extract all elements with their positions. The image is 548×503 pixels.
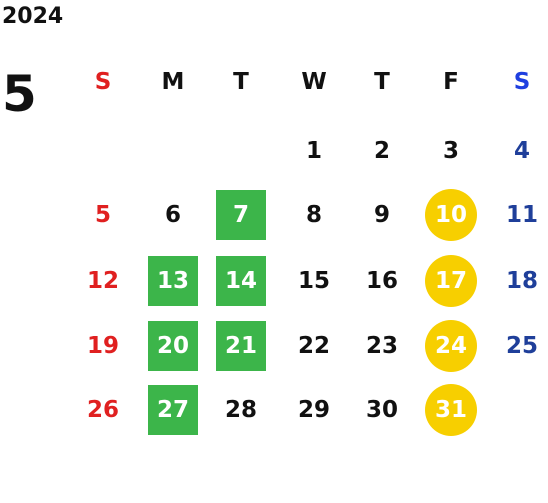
day-cell[interactable]: 17 bbox=[421, 255, 481, 307]
day-number: 20 bbox=[156, 332, 189, 359]
day-number: 28 bbox=[224, 396, 257, 423]
day-number: 15 bbox=[297, 267, 330, 294]
day-cell[interactable]: 8 bbox=[284, 190, 344, 240]
day-cell[interactable]: 16 bbox=[352, 256, 412, 306]
month-number: 5 bbox=[2, 65, 37, 123]
day-number: 29 bbox=[297, 396, 330, 423]
day-cell[interactable]: 5 bbox=[73, 190, 133, 240]
day-number: 19 bbox=[86, 332, 119, 359]
day-cell[interactable]: 31 bbox=[421, 384, 481, 436]
year-label: 2024 bbox=[2, 4, 64, 29]
weekday-header: S bbox=[94, 68, 112, 95]
day-number: 9 bbox=[373, 201, 390, 228]
day-cell[interactable]: 15 bbox=[284, 256, 344, 306]
day-number: 26 bbox=[86, 396, 119, 423]
day-number: 27 bbox=[156, 396, 189, 423]
day-cell[interactable]: 10 bbox=[421, 189, 481, 241]
day-number: 31 bbox=[434, 396, 467, 423]
green-highlight-square: 13 bbox=[148, 256, 198, 306]
gold-highlight-circle: 31 bbox=[425, 384, 477, 436]
day-number: 22 bbox=[297, 332, 330, 359]
weekday-header: S bbox=[513, 68, 531, 95]
green-highlight-square: 21 bbox=[216, 321, 266, 371]
day-number: 24 bbox=[434, 332, 467, 359]
day-number: 23 bbox=[365, 332, 398, 359]
day-number: 13 bbox=[156, 267, 189, 294]
day-cell[interactable]: 18 bbox=[492, 256, 548, 306]
day-number: 21 bbox=[224, 332, 257, 359]
day-number: 7 bbox=[232, 201, 249, 228]
gold-highlight-circle: 17 bbox=[425, 255, 477, 307]
day-number: 14 bbox=[224, 267, 257, 294]
green-highlight-square: 27 bbox=[148, 385, 198, 435]
day-number: 17 bbox=[434, 267, 467, 294]
day-cell[interactable]: 20 bbox=[143, 321, 203, 371]
day-number: 4 bbox=[513, 137, 530, 164]
day-cell[interactable]: 19 bbox=[73, 321, 133, 371]
day-cell[interactable]: 30 bbox=[352, 385, 412, 435]
day-number: 11 bbox=[505, 201, 538, 228]
day-cell[interactable]: 29 bbox=[284, 385, 344, 435]
day-cell[interactable]: 24 bbox=[421, 320, 481, 372]
day-cell[interactable]: 9 bbox=[352, 190, 412, 240]
day-cell[interactable]: 27 bbox=[143, 385, 203, 435]
day-number: 16 bbox=[365, 267, 398, 294]
green-highlight-square: 20 bbox=[148, 321, 198, 371]
weekday-header: M bbox=[161, 68, 185, 95]
day-cell[interactable]: 23 bbox=[352, 321, 412, 371]
green-highlight-square: 14 bbox=[216, 256, 266, 306]
day-number: 1 bbox=[305, 137, 322, 164]
day-number: 6 bbox=[164, 201, 181, 228]
day-number: 25 bbox=[505, 332, 538, 359]
day-cell[interactable]: 12 bbox=[73, 256, 133, 306]
day-number: 8 bbox=[305, 201, 322, 228]
day-cell[interactable]: 14 bbox=[211, 256, 271, 306]
day-cell[interactable]: 28 bbox=[211, 385, 271, 435]
day-number: 12 bbox=[86, 267, 119, 294]
day-number: 2 bbox=[373, 137, 390, 164]
gold-highlight-circle: 10 bbox=[425, 189, 477, 241]
day-number: 18 bbox=[505, 267, 538, 294]
day-cell[interactable]: 25 bbox=[492, 321, 548, 371]
day-cell[interactable]: 7 bbox=[211, 190, 271, 240]
day-cell[interactable]: 13 bbox=[143, 256, 203, 306]
weekday-header: W bbox=[301, 68, 327, 95]
weekday-header: T bbox=[233, 68, 249, 95]
day-number: 30 bbox=[365, 396, 398, 423]
day-cell[interactable]: 26 bbox=[73, 385, 133, 435]
day-cell[interactable]: 22 bbox=[284, 321, 344, 371]
day-cell[interactable]: 6 bbox=[143, 190, 203, 240]
day-cell[interactable]: 3 bbox=[421, 126, 481, 176]
weekday-header: T bbox=[374, 68, 390, 95]
day-cell[interactable]: 2 bbox=[352, 126, 412, 176]
day-cell[interactable]: 11 bbox=[492, 190, 548, 240]
day-number: 3 bbox=[442, 137, 459, 164]
green-highlight-square: 7 bbox=[216, 190, 266, 240]
day-cell[interactable]: 1 bbox=[284, 126, 344, 176]
day-number: 10 bbox=[434, 201, 467, 228]
gold-highlight-circle: 24 bbox=[425, 320, 477, 372]
day-number: 5 bbox=[94, 201, 111, 228]
day-cell[interactable]: 21 bbox=[211, 321, 271, 371]
weekday-header: F bbox=[443, 68, 459, 95]
day-cell[interactable]: 4 bbox=[492, 126, 548, 176]
